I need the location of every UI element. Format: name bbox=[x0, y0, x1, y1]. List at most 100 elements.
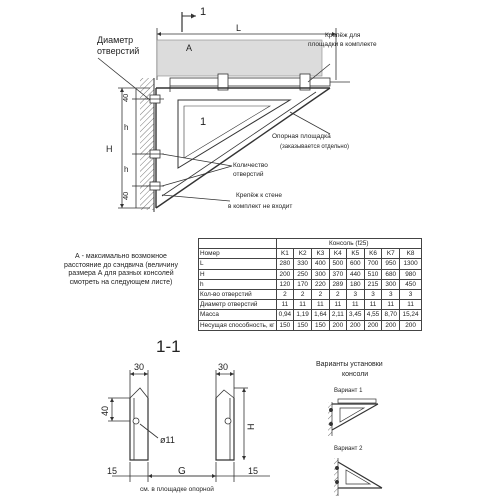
table-cell: 280 bbox=[275, 258, 295, 270]
table-cell: 11 bbox=[381, 299, 401, 311]
table-cell: 330 bbox=[293, 258, 312, 270]
dim-40: 40 bbox=[100, 406, 110, 416]
table-corner bbox=[198, 237, 277, 250]
row-label: L bbox=[198, 258, 277, 270]
wall-fastener-line1: Крепёж к стене bbox=[236, 192, 282, 199]
table-cell: 11 bbox=[345, 299, 365, 311]
variants-title-line2: консоли bbox=[342, 371, 368, 378]
row-label: Несущая способность, кг bbox=[198, 319, 277, 331]
table-cell: 250 bbox=[293, 268, 312, 280]
table-cell: 11 bbox=[310, 299, 330, 311]
wall-fastener-line2: в комплект не входит bbox=[228, 203, 292, 210]
table-header-row: Номер K1 K2 K3 K4 K5 K6 K7 K8 bbox=[198, 248, 422, 260]
header-cell: K4 bbox=[328, 248, 347, 260]
header-cell: Номер bbox=[198, 248, 277, 260]
header-cell: K2 bbox=[293, 248, 312, 260]
table-cell: 8,70 bbox=[381, 309, 401, 321]
header-cell: K7 bbox=[381, 248, 401, 260]
row-label: H bbox=[198, 268, 277, 280]
holes-count-line1: Количество bbox=[233, 162, 268, 169]
dim-H-section: H bbox=[246, 424, 256, 431]
table-cell: 600 bbox=[345, 258, 365, 270]
table-cell: 200 bbox=[328, 319, 347, 331]
table-cell: 300 bbox=[310, 268, 330, 280]
table-cell: 510 bbox=[363, 268, 383, 280]
table-cell: 2 bbox=[275, 288, 295, 301]
table-cell: 15,24 bbox=[399, 309, 422, 321]
header-cell: K6 bbox=[363, 248, 383, 260]
table-cell: 500 bbox=[328, 258, 347, 270]
table-cell: 200 bbox=[345, 319, 365, 331]
table-title: Консоль (f25) bbox=[275, 237, 423, 250]
table-cell: 150 bbox=[275, 319, 295, 331]
table-cell: 120 bbox=[275, 278, 295, 290]
table-cell: 11 bbox=[363, 299, 383, 311]
table-cell: 950 bbox=[381, 258, 401, 270]
row-label: h bbox=[198, 278, 277, 290]
section-labels: 1-1 30 30 40 ø11 H 15 15 G см. в площадк… bbox=[100, 337, 258, 493]
header-cell: K8 bbox=[399, 248, 422, 260]
table-cell: 1,64 bbox=[310, 309, 330, 321]
table-title-row: Консоль (f25) bbox=[198, 237, 423, 250]
table-cell: 400 bbox=[310, 258, 330, 270]
header-cell: K5 bbox=[345, 248, 365, 260]
table-cell: 220 bbox=[310, 278, 330, 290]
table-cell: 200 bbox=[381, 319, 401, 331]
dim-hole: ø11 bbox=[160, 435, 175, 445]
section-view bbox=[108, 370, 270, 482]
row-label: Масса bbox=[198, 309, 277, 321]
table-cell: 3 bbox=[363, 288, 383, 301]
section-title: 1-1 bbox=[156, 337, 181, 356]
dim-15-left: 15 bbox=[107, 466, 117, 476]
table-cell: 4,55 bbox=[363, 309, 383, 321]
diameter-label-line2: отверстий bbox=[97, 46, 139, 56]
table-cell: 3 bbox=[399, 288, 422, 301]
table-cell: 2 bbox=[310, 288, 330, 301]
table-cell: 2 bbox=[293, 288, 312, 301]
fastener-platform-line1: Крепёж для bbox=[325, 32, 361, 39]
console-spec-table: Консоль (f25) Номер K1 K2 K3 K4 K5 K6 K7… bbox=[198, 237, 423, 331]
dimension-a-note: А - максимально возможное расстояние до … bbox=[64, 253, 178, 286]
row-label: Диаметр отверстий bbox=[198, 299, 277, 311]
table-cell: 3 bbox=[381, 288, 401, 301]
variant-1-label: Вариант 1 bbox=[334, 388, 363, 394]
table-cell: 1,19 bbox=[293, 309, 312, 321]
table-cell: 200 bbox=[363, 319, 383, 331]
variant-labels: Варианты установки консоли Вариант 1 Вар… bbox=[316, 361, 383, 452]
diameter-label-line1: Диаметр bbox=[97, 35, 133, 45]
table-cell: 370 bbox=[328, 268, 347, 280]
dim-L: L bbox=[236, 23, 241, 33]
table-cell: 680 bbox=[381, 268, 401, 280]
dim-40-bottom: 40 bbox=[121, 192, 130, 200]
table-cell: 150 bbox=[310, 319, 330, 331]
dim-40-top: 40 bbox=[121, 94, 130, 102]
dim-H: H bbox=[106, 144, 113, 154]
table-cell: 170 bbox=[293, 278, 312, 290]
holes-count-line2: отверстий bbox=[233, 170, 264, 178]
table-cell: 3,45 bbox=[345, 309, 365, 321]
table-cell: 2 bbox=[328, 288, 347, 301]
table-cell: 180 bbox=[345, 278, 365, 290]
table-cell: 11 bbox=[275, 299, 295, 311]
support-platform-line2: (заказывается отдельно) bbox=[280, 144, 349, 150]
section-footnote: см. в площадке опорной bbox=[140, 485, 214, 493]
table-cell: 440 bbox=[345, 268, 365, 280]
dim-A: A bbox=[186, 43, 192, 53]
row-label: Кол-во отверстий bbox=[198, 288, 277, 301]
table-cell: 215 bbox=[363, 278, 383, 290]
table-cell: 11 bbox=[328, 299, 347, 311]
top-labels: 1 1 L A Диаметр отверстий Крепёж для пло… bbox=[97, 6, 377, 210]
dim-G: G bbox=[178, 466, 186, 477]
table-cell: 11 bbox=[399, 299, 422, 311]
install-variants bbox=[328, 398, 383, 496]
dim-15-right: 15 bbox=[248, 466, 258, 476]
fastener-platform-line2: площадки в комплекте bbox=[308, 41, 377, 48]
variants-title-line1: Варианты установки bbox=[316, 361, 383, 368]
dim-h1: h bbox=[124, 123, 128, 132]
